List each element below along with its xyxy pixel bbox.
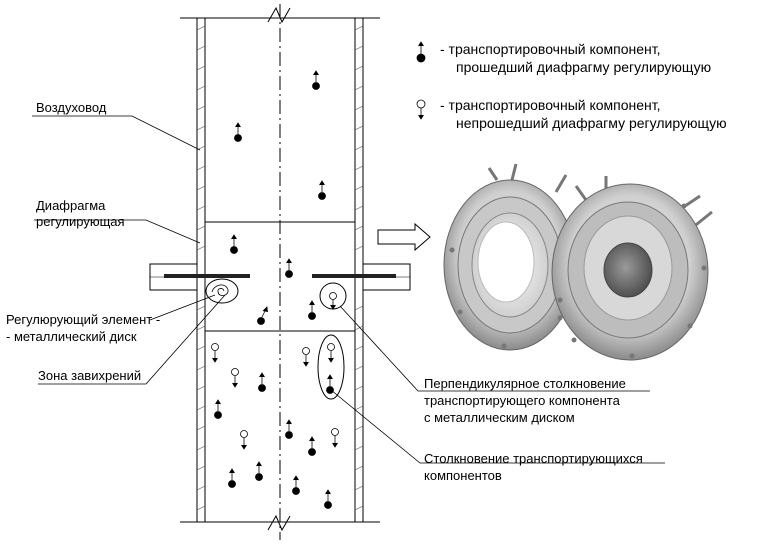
perpendicular-label-line1: Перпендикулярное столкновение — [424, 376, 626, 391]
perpendicular-label-line3: с металлическим диском — [424, 410, 575, 425]
diaphragm-label-line2: регулирующая — [36, 214, 125, 229]
particle-filled-icon — [416, 41, 426, 63]
metal-disk — [164, 274, 396, 278]
not-passed-particles — [211, 292, 339, 450]
vortex-swirl-icon — [211, 284, 229, 296]
leader-lines — [32, 115, 665, 464]
collision-label-line2: компонентов — [424, 468, 502, 483]
diaphragm-label-line1: Диафрагма — [36, 198, 106, 213]
vortex-zone — [205, 278, 239, 304]
passed-particles — [214, 70, 334, 509]
collision-label-line1: Столкновение транспортирующихся — [424, 451, 643, 466]
collision-zone — [317, 334, 345, 400]
vortex-label: Зона завихрений — [38, 368, 142, 383]
wall-hatch — [196, 25, 364, 511]
perpendicular-label-line2: транспортирующего компонента — [424, 393, 620, 408]
legend-passed-line2: прошедший диафрагму регулирующую — [456, 59, 712, 75]
duct-label: Воздуховод — [36, 100, 107, 115]
element-label-line1: Регулюрующий элемент - — [6, 312, 161, 327]
particle-open-icon — [416, 99, 426, 120]
arrow-right-icon — [377, 222, 431, 252]
break-mark-bottom — [267, 514, 291, 532]
legend-passed-line1: - транспортировочный компонент, — [440, 41, 661, 57]
legend-not-passed-line1: - транспортировочный компонент, — [440, 97, 661, 113]
break-mark-top — [267, 6, 291, 24]
legend-not-passed-line2: непрошедший диафрагму регулирующую — [456, 115, 727, 131]
photo-of-two-metal-diaphragms — [443, 163, 713, 361]
element-label-line2: - металлический диск — [6, 329, 137, 344]
